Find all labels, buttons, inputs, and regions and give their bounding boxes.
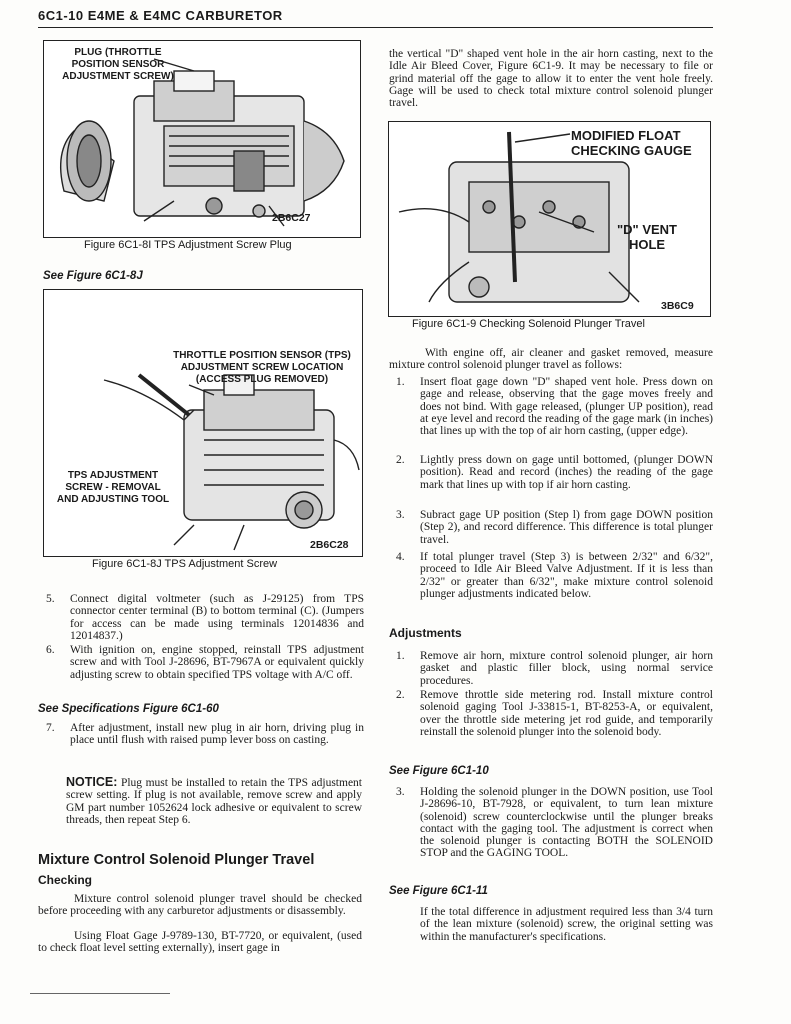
page-header: 6C1-10 E4ME & E4MC CARBURETOR (38, 8, 283, 23)
vent-hole-callout: "D" VENT HOLE (617, 222, 677, 252)
step-text: Connect digital voltmeter (such as J-291… (70, 593, 364, 642)
step-text: Insert float gage down "D" shaped vent h… (420, 376, 713, 438)
notice-block: NOTICE: Plug must be installed to retain… (66, 776, 362, 826)
subsection-title: Checking (38, 873, 93, 887)
section-title: Mixture Control Solenoid Plunger Travel (38, 852, 315, 868)
step-number: 4. (396, 551, 405, 563)
step-text: Remove air horn, mixture control solenoi… (420, 650, 713, 687)
step-number: 2. (396, 454, 405, 466)
step-text: Subract gage UP position (Step l) from g… (420, 509, 713, 546)
float-gauge-callout: MODIFIED FLOAT CHECKING GAUGE (571, 128, 692, 158)
step-number: 1. (396, 376, 405, 388)
step-number: 1. (396, 650, 405, 662)
footer-rule (30, 993, 170, 994)
notice-text: Plug must be installed to retain the TPS… (66, 777, 362, 826)
figure-6c1-8j: THROTTLE POSITION SENSOR (TPS) ADJUSTMEN… (43, 289, 363, 557)
plug-callout: PLUG (THROTTLE POSITION SENSOR ADJUSTMEN… (62, 47, 174, 82)
step-text: Lightly press down on gage until bottome… (420, 454, 713, 491)
see-figure-ref: See Figure 6C1-8J (43, 270, 143, 282)
figure-6c1-9: MODIFIED FLOAT CHECKING GAUGE "D" VENT H… (388, 121, 711, 317)
step-number: 3. (396, 509, 405, 521)
step-text: If total plunger travel (Step 3) is betw… (420, 551, 713, 600)
paragraph: Mixture control solenoid plunger travel … (38, 893, 362, 918)
step-text: After adjustment, install new plug in ai… (70, 722, 364, 747)
step-number: 6. (46, 644, 55, 656)
figure-code: 2B6C28 (310, 539, 349, 551)
paragraph: Using Float Gage J-9789-130, BT-7720, or… (38, 930, 362, 955)
figure-caption: Figure 6C1-9 Checking Solenoid Plunger T… (412, 318, 645, 330)
figure-caption: Figure 6C1-8J TPS Adjustment Screw (92, 558, 278, 570)
see-figure-ref: See Figure 6C1-11 (389, 885, 488, 897)
paragraph: With engine off, air cleaner and gasket … (389, 347, 713, 372)
tps-adjustment-illustration (103, 373, 360, 551)
header-rule (38, 27, 713, 28)
adjustments-title: Adjustments (389, 626, 462, 640)
figure-caption: Figure 6C1-8I TPS Adjustment Screw Plug (84, 239, 292, 251)
paragraph: the vertical "D" shaped vent hole in the… (389, 48, 713, 110)
step-text: Remove throttle side metering rod. Insta… (420, 689, 713, 738)
step-number: 7. (46, 722, 55, 734)
step-text: Holding the solenoid plunger in the DOWN… (420, 786, 713, 860)
figure-code: 3B6C9 (661, 300, 694, 312)
see-specifications-ref: See Specifications Figure 6C1-60 (38, 703, 219, 715)
step-number: 2. (396, 689, 405, 701)
step-number: 3. (396, 786, 405, 798)
step-number: 5. (46, 593, 55, 605)
carburetor-illustration (59, 58, 345, 227)
see-figure-ref: See Figure 6C1-10 (389, 765, 489, 777)
notice-label: NOTICE: (66, 775, 118, 789)
adjusting-tool-callout: TPS ADJUSTMENT SCREW - REMOVAL AND ADJUS… (56, 470, 170, 505)
paragraph: If the total difference in adjustment re… (420, 906, 713, 943)
float-gauge-illustration (398, 131, 640, 303)
step-text: With ignition on, engine stopped, reinst… (70, 644, 364, 681)
tps-screw-location-callout: THROTTLE POSITION SENSOR (TPS) ADJUSTMEN… (173, 350, 351, 385)
figure-6c1-8i: PLUG (THROTTLE POSITION SENSOR ADJUSTMEN… (43, 40, 361, 238)
figure-code: 2B6C27 (272, 212, 311, 224)
